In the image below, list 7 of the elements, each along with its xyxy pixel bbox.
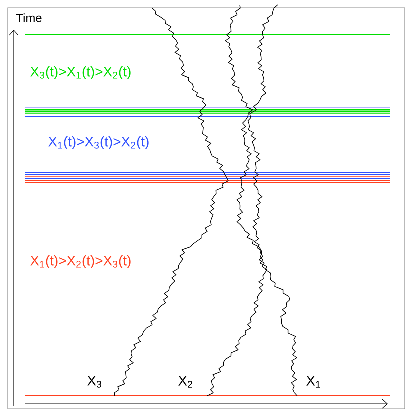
path-label: X$_{2}$ bbox=[178, 376, 192, 388]
region-label: X$_{1}$(t)>X$_{2}$(t)>X$_{3}$(t) bbox=[30, 256, 131, 268]
region-label: X$_{3}$(t)>X$_{1}$(t)>X$_{2}$(t) bbox=[30, 66, 131, 80]
path-label: X$_{1}$ bbox=[306, 376, 320, 388]
axis-label: Time bbox=[16, 14, 42, 22]
path-label: X$_{3}$ bbox=[88, 376, 102, 388]
region-label: X$_{1}$(t)>X$_{3}$(t)>X$_{2}$(t) bbox=[48, 136, 149, 150]
